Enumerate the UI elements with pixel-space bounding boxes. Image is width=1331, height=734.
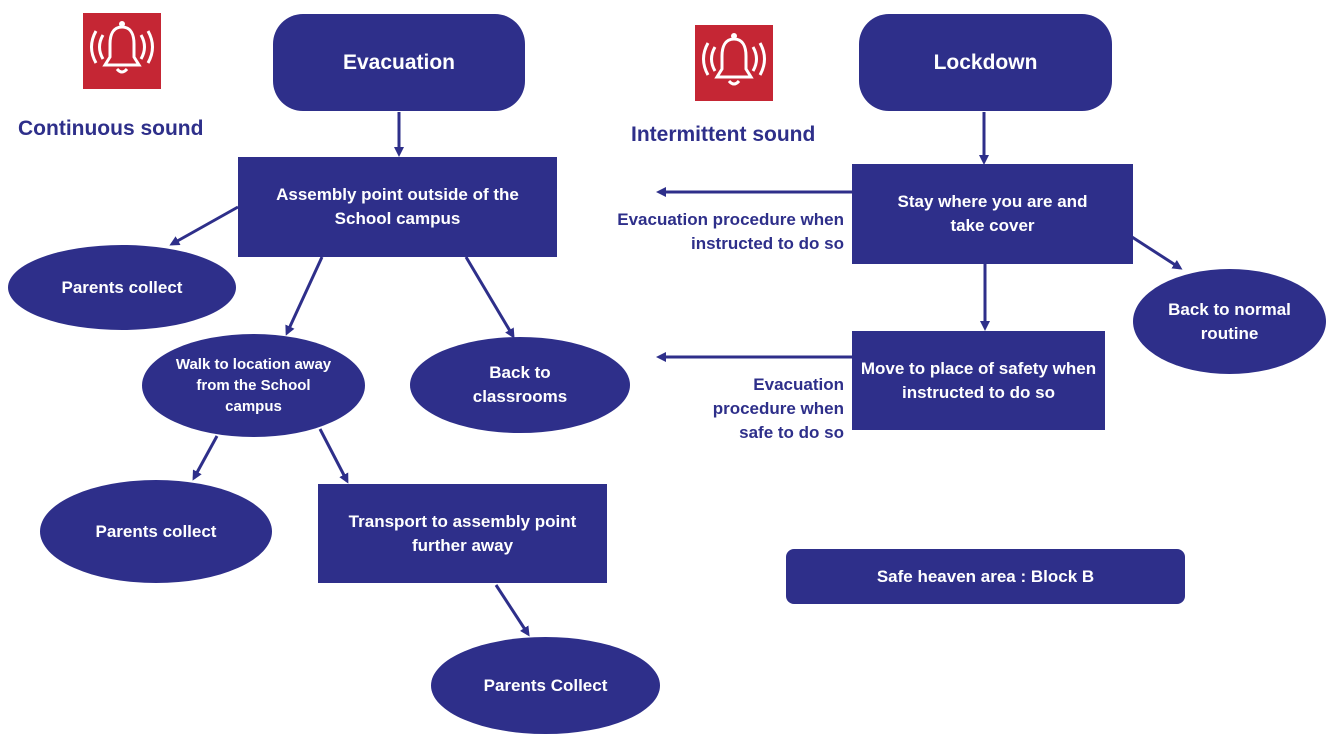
move-to-safety-label: Move to place of safety when instructed … — [860, 358, 1097, 402]
arrow-transport-to-parents-collect-3 — [494, 584, 530, 637]
stay-where-you-are-node: Stay where you are and take cover — [852, 164, 1133, 264]
lockdown-node: Lockdown — [859, 14, 1112, 111]
safe-haven-label: Safe heaven area : Block B — [876, 566, 1095, 586]
back-to-normal-routine-label: Back to normal routine — [1168, 299, 1291, 343]
alarm-bell-icon-2 — [695, 25, 773, 101]
back-to-normal-routine-node: Back to normal routine — [1133, 269, 1326, 374]
transport-node: Transport to assembly point further away — [318, 484, 607, 583]
arrow-assembly-to-parents-collect-1 — [169, 205, 239, 246]
arrow-assembly-to-walk — [285, 256, 324, 336]
evacuation-when-safe-label: Evacuation procedure when safe to do so — [712, 375, 844, 442]
assembly-point-node: Assembly point outside of the School cam… — [238, 157, 557, 257]
stay-where-you-are-label: Stay where you are and take cover — [897, 192, 1088, 235]
back-to-classrooms-label: Back to classrooms — [472, 363, 568, 406]
lockdown-node-label: Lockdown — [933, 50, 1038, 74]
arrow-walk-to-parents-collect-2 — [192, 435, 219, 481]
arrow-walk-to-transport — [318, 428, 349, 484]
walk-to-location-node: Walk to location away from the School ca… — [142, 334, 365, 437]
evacuation-node-label: Evacuation — [342, 50, 456, 74]
parents-collect-node-2: Parents collect — [40, 480, 272, 583]
arrow-stay-to-back-normal — [1131, 235, 1183, 270]
assembly-point-node-label: Assembly point outside of the School cam… — [276, 185, 519, 228]
walk-to-location-label: Walk to location away from the School ca… — [175, 356, 332, 415]
move-to-safety-node: Move to place of safety when instructed … — [852, 331, 1105, 430]
parents-collect-label-2: Parents collect — [95, 521, 217, 541]
safe-haven-badge: Safe heaven area : Block B — [786, 549, 1185, 604]
parents-collect-label-3: Parents Collect — [483, 675, 608, 695]
evacuation-when-instructed-label: Evacuation procedure when instructed to … — [617, 210, 844, 253]
alarm-bell-icon — [83, 13, 161, 89]
intermittent-sound-label: Intermittent sound — [631, 123, 816, 146]
evacuation-node: Evacuation — [273, 14, 525, 111]
back-to-classrooms-node: Back to classrooms — [410, 337, 630, 433]
parents-collect-node-1: Parents collect — [8, 245, 236, 330]
parents-collect-label-1: Parents collect — [61, 277, 183, 297]
continuous-sound-label: Continuous sound — [18, 117, 204, 140]
arrow-assembly-to-back-classrooms — [464, 256, 515, 339]
parents-collect-node-3: Parents Collect — [431, 637, 660, 734]
transport-label: Transport to assembly point further away — [348, 511, 577, 555]
